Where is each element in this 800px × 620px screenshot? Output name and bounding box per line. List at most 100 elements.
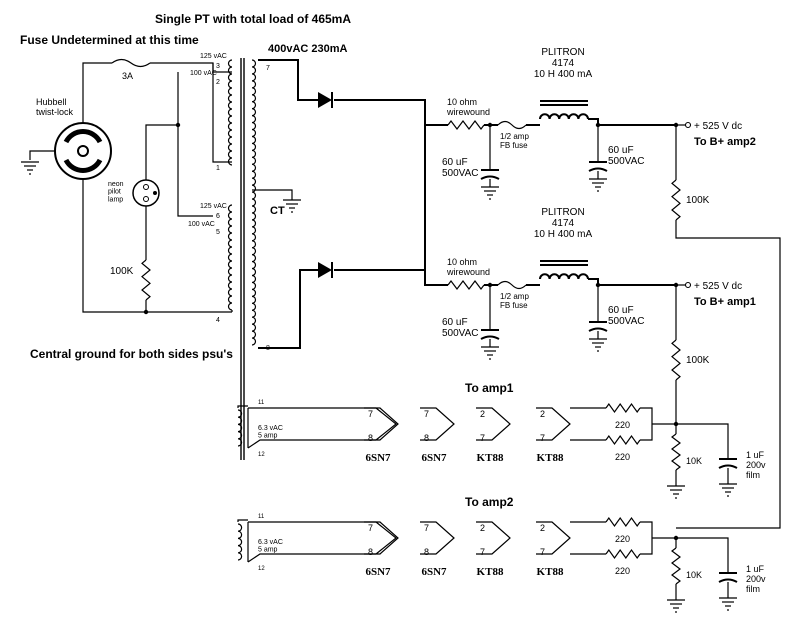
tube-filament-wire (420, 407, 455, 441)
tube-filament-wire (420, 521, 455, 555)
tube-pin-top-label: 2 (540, 409, 545, 419)
hv-wire-top (258, 59, 318, 101)
lamp-resistor (141, 259, 151, 301)
heater-ref-resistor-label: 10K (686, 456, 702, 466)
choke-turns (539, 273, 589, 280)
coil-turns (237, 409, 243, 447)
tube-pin-bottom-label: 7 (540, 547, 545, 557)
tube-pin-top-label: 7 (424, 409, 429, 419)
plitron-choke-icon (539, 260, 589, 280)
capacitor-curved-plate (588, 327, 608, 332)
balance-resistor-label: 220 (615, 566, 630, 576)
heater-ground-icon (667, 485, 685, 499)
heater-ground-icon (719, 597, 737, 611)
lamp-wire (145, 124, 178, 180)
mains-fuse-icon (111, 58, 151, 68)
heater-balance-resistor (605, 402, 641, 414)
lamp-electrode (143, 196, 149, 202)
wirewound-resistor-0 (447, 120, 485, 130)
coil-turns (237, 523, 243, 561)
diode-body (318, 262, 332, 278)
heater-cap-wire (676, 537, 729, 572)
tube-pin-top-label: 7 (424, 523, 429, 533)
twist-lock-plug-icon (54, 122, 112, 180)
bleeder-return-amp2 (675, 220, 781, 529)
tube-filament-wire (536, 521, 571, 555)
tube-name-label: 6SN7 (365, 566, 391, 578)
hv-wire-bottom (258, 269, 318, 349)
title-note: Single PT with total load of 465mA (155, 12, 351, 26)
tube-pin-bottom-label: 7 (540, 433, 545, 443)
tube-pin-bottom-label: 8 (368, 547, 373, 557)
tube-pin-top-label: 7 (368, 409, 373, 419)
heater-rail-top (248, 407, 397, 441)
capacitor-curved-plate (588, 167, 608, 172)
tube-name-label: KT88 (537, 452, 564, 464)
plug-ground-icon (21, 161, 39, 175)
primary-winding-bottom (227, 204, 233, 311)
tube-name-label: 6SN7 (421, 452, 447, 464)
bleeder-label: 100K (686, 195, 710, 206)
tube-pin-bottom-label: 7 (480, 433, 485, 443)
supply-ground-icon (589, 178, 607, 192)
tap-125b-label: 125 vAC (200, 203, 227, 210)
primary-winding-top (227, 59, 233, 166)
coil-turns (251, 59, 257, 346)
tube-name-label: KT88 (477, 566, 504, 578)
tube-pin-bottom-label: 8 (424, 433, 429, 443)
tube-name-label: 6SN7 (365, 452, 391, 464)
tap-100-label: 100 vAC (190, 70, 217, 77)
capacitor-curved-plate (718, 464, 738, 469)
tap-100b-label: 100 vAC (188, 221, 215, 228)
rectifier-diode-bottom-icon (318, 262, 333, 278)
center-tap-wire (252, 189, 293, 200)
heater-rail-bottom (247, 439, 376, 449)
plug-blade-bottom (63, 158, 103, 174)
heater-winding (237, 409, 243, 447)
heater-pin-label: 12 (258, 566, 265, 572)
terminal-point (684, 281, 692, 289)
balance-resistor-label: 220 (615, 452, 630, 462)
tube-name-label: 6SN7 (421, 566, 447, 578)
heater-pin-label: 11 (258, 514, 265, 520)
bleeder-label: 100K (686, 355, 710, 366)
supply-wire (424, 270, 448, 286)
tube-filament-wire (476, 407, 511, 441)
tap-125-label: 125 vAC (200, 53, 227, 60)
supply-wire (424, 100, 448, 126)
heater-rail-top (248, 521, 397, 555)
tap-7-label: 7 (266, 65, 270, 72)
heater-ref-resistor (671, 433, 681, 471)
tube-filament-wire (476, 521, 511, 555)
tap-6-label: 6 (216, 213, 220, 220)
tap-3-label: 3 (216, 63, 220, 70)
tap-1-label: 1 (216, 165, 220, 172)
heater-cap-wire (676, 423, 729, 458)
choke-turns (539, 113, 589, 120)
heater-lead (237, 519, 248, 522)
bleeder-resistor (671, 339, 681, 381)
bplus-voltage-label: + 525 V dc (694, 281, 742, 292)
fuse-note: Fuse Undetermined at this time (20, 33, 199, 47)
heater-ground-icon (719, 483, 737, 497)
heater-tie (640, 407, 653, 441)
rectified-bus (334, 99, 426, 280)
lamp-resistor-label: 100K (110, 266, 134, 277)
heater-balance-resistor (605, 434, 641, 446)
supply-ground-icon (481, 346, 499, 360)
bplus-dest-label: To B+ amp1 (694, 296, 756, 308)
coil-turns (227, 204, 233, 311)
hot-wire (82, 62, 112, 123)
